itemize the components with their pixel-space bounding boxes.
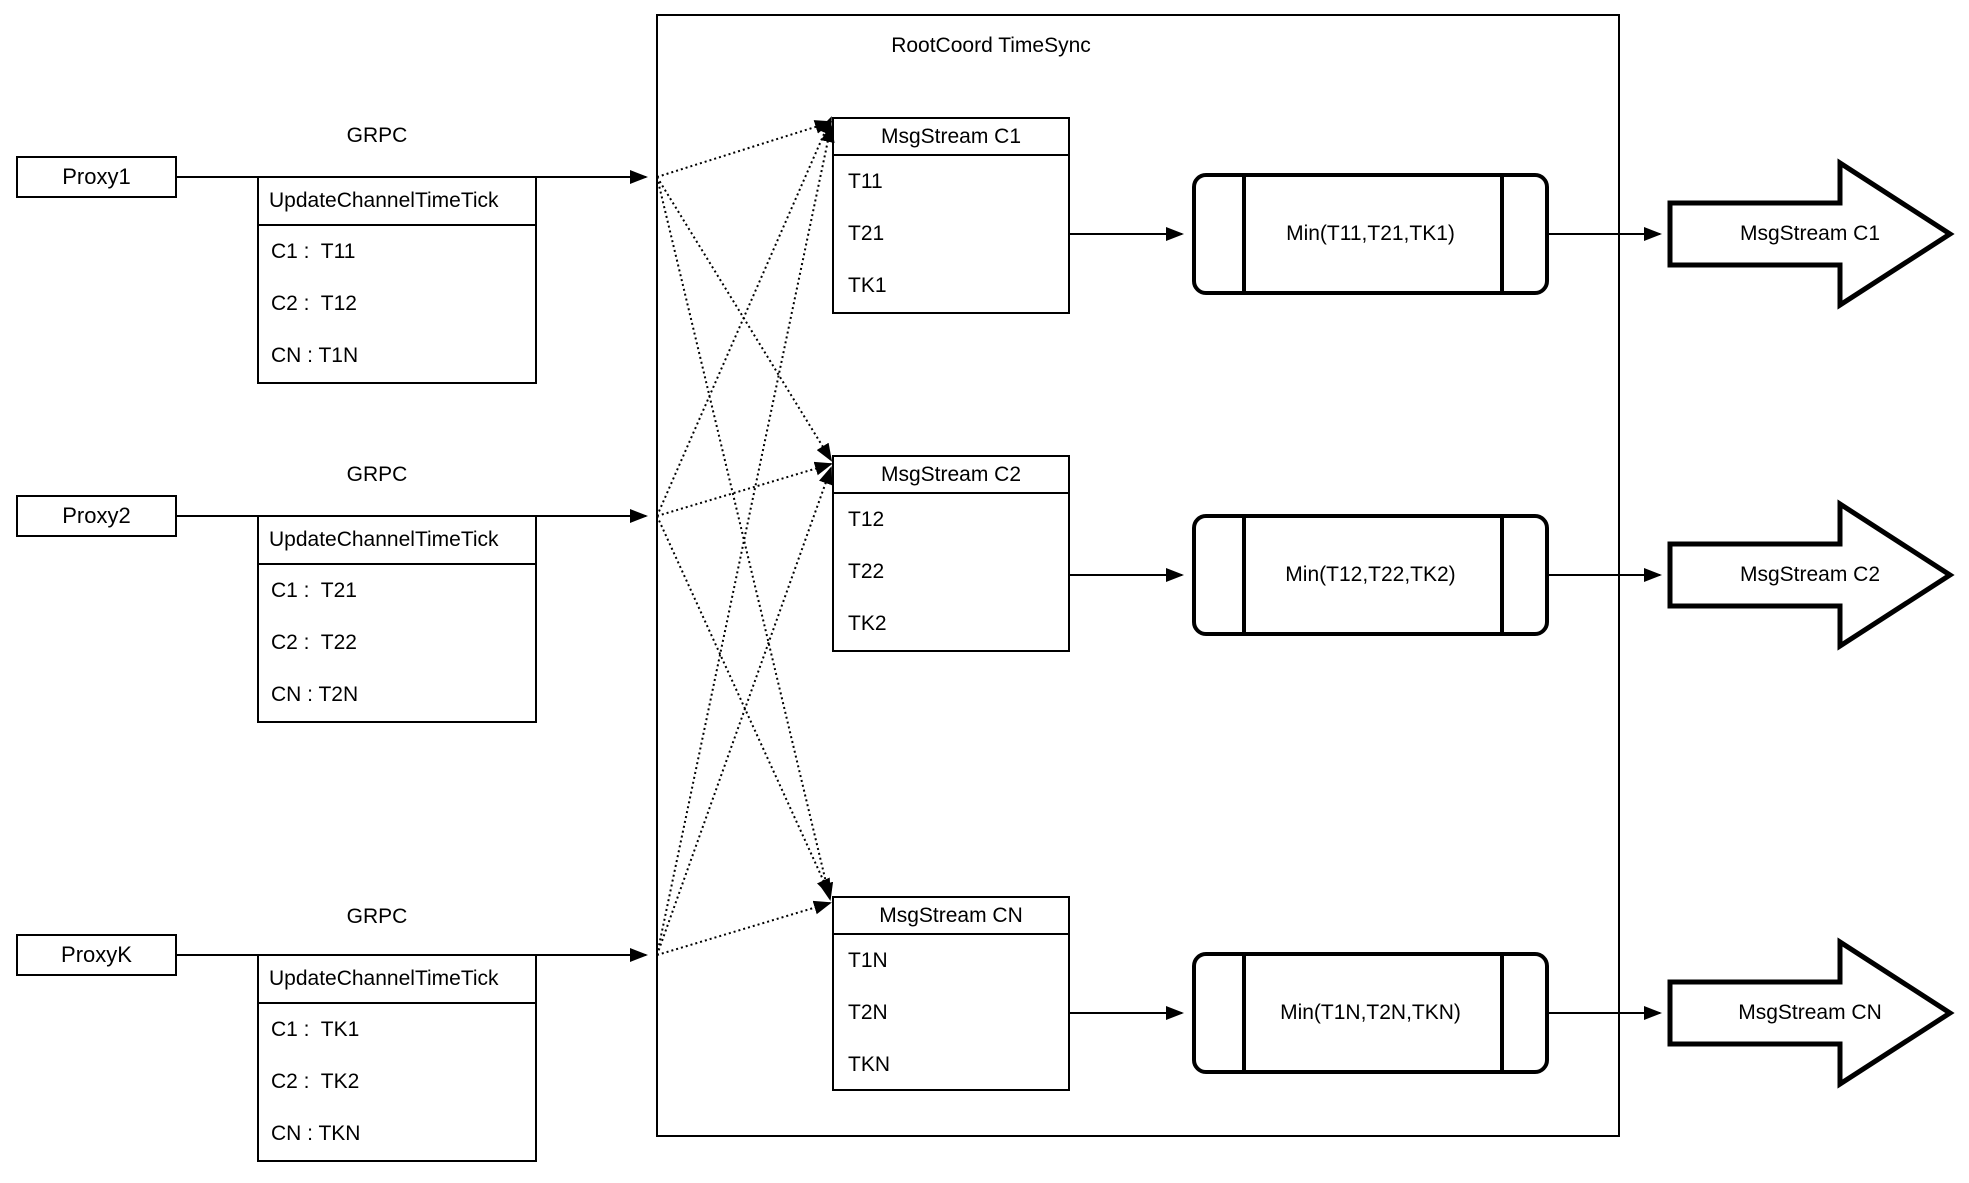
proxyk-label: ProxyK (61, 942, 132, 967)
process-divider (1500, 956, 1504, 1070)
min-formula: Min(T11,T21,TK1) (1286, 222, 1455, 245)
min-formula: Min(T12,T22,TK2) (1285, 563, 1456, 586)
min-process-box-3: Min(T1N,T2N,TKN) (1192, 952, 1549, 1074)
grpc-label-2: GRPC (346, 463, 408, 486)
table-header: UpdateChannelTimeTick (259, 517, 535, 565)
update-channel-table-1: UpdateChannelTimeTick C1 : T11 C2 : T12 … (257, 176, 537, 384)
table-header: UpdateChannelTimeTick (259, 178, 535, 226)
table-header: MsgStream C1 (834, 119, 1068, 156)
table-header: MsgStream CN (834, 898, 1068, 935)
table-row: C2 : TK2 (271, 1070, 360, 1093)
table-row: C1 : TK1 (271, 1018, 360, 1041)
table-row: C1 : T11 (271, 240, 356, 263)
table-row: C2 : T22 (271, 631, 357, 654)
proxy1-box: Proxy1 (16, 156, 177, 198)
process-divider (1242, 518, 1246, 632)
table-row: T12 (848, 508, 885, 531)
min-process-box-2: Min(T12,T22,TK2) (1192, 514, 1549, 636)
output-arrow-label-c2: MsgStream C2 (1739, 563, 1881, 586)
table-row: CN : TKN (271, 1122, 361, 1145)
output-arrow-label-cn: MsgStream CN (1738, 1001, 1882, 1024)
table-row: TK2 (848, 612, 887, 635)
grpc-label-1: GRPC (346, 124, 408, 147)
process-divider (1500, 177, 1504, 291)
table-header: MsgStream C2 (834, 457, 1068, 494)
output-arrow-label-c1: MsgStream C1 (1739, 222, 1881, 245)
proxy2-box: Proxy2 (16, 495, 177, 537)
process-divider (1500, 518, 1504, 632)
update-channel-table-2: UpdateChannelTimeTick C1 : T21 C2 : T22 … (257, 515, 537, 723)
proxy1-label: Proxy1 (62, 164, 131, 189)
table-header: UpdateChannelTimeTick (259, 956, 535, 1004)
rootcoord-timesync-title: RootCoord TimeSync (891, 34, 1091, 57)
table-row: TKN (848, 1053, 890, 1076)
table-row: T2N (848, 1001, 888, 1024)
table-row: CN : T2N (271, 683, 359, 706)
min-process-box-1: Min(T11,T21,TK1) (1192, 173, 1549, 295)
table-row: CN : T1N (271, 344, 359, 367)
process-divider (1242, 956, 1246, 1070)
table-row: T11 (848, 170, 883, 193)
table-row: T21 (848, 222, 885, 245)
table-row: TK1 (848, 274, 887, 297)
grpc-label-3: GRPC (346, 905, 408, 928)
msgstream-table-c1: MsgStream C1 T11 T21 TK1 (832, 117, 1070, 314)
table-row: C2 : T12 (271, 292, 357, 315)
proxyk-box: ProxyK (16, 934, 177, 976)
table-row: C1 : T21 (271, 579, 357, 602)
proxy2-label: Proxy2 (62, 503, 131, 528)
min-formula: Min(T1N,T2N,TKN) (1280, 1001, 1461, 1024)
msgstream-table-cn: MsgStream CN T1N T2N TKN (832, 896, 1070, 1091)
update-channel-table-3: UpdateChannelTimeTick C1 : TK1 C2 : TK2 … (257, 954, 537, 1162)
msgstream-table-c2: MsgStream C2 T12 T22 TK2 (832, 455, 1070, 652)
table-row: T22 (848, 560, 885, 583)
process-divider (1242, 177, 1246, 291)
table-row: T1N (848, 949, 888, 972)
